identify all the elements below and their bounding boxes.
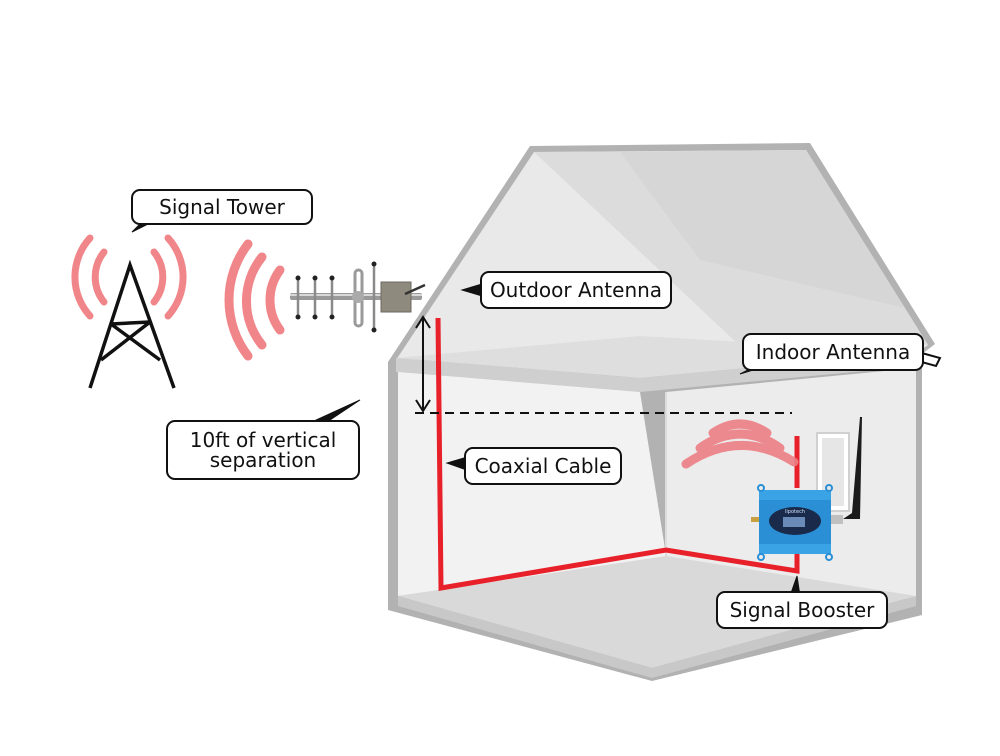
outdoor-antenna-text: Outdoor Antenna <box>489 277 663 302</box>
outdoor-antenna-label: Outdoor Antenna <box>480 271 672 309</box>
ceiling-slab-edge <box>396 352 918 392</box>
indoor-waves-icon <box>681 419 799 469</box>
indoor-antenna-label: Indoor Antenna <box>742 333 924 371</box>
window-pane <box>822 438 844 506</box>
radio-waves-icon <box>71 234 187 320</box>
coaxial-cable-text: Coaxial Cable <box>474 453 612 478</box>
coaxial-cable <box>435 317 800 591</box>
signal-booster-text: Signal Booster <box>729 597 875 622</box>
room-floor <box>398 556 916 668</box>
vertical-separation-arrow <box>415 315 431 413</box>
coaxial-cable-label: Coaxial Cable <box>464 447 622 485</box>
yagi-antenna-icon <box>290 261 426 333</box>
booster-device-icon: lipotech <box>751 484 843 561</box>
vertical-separation-text-line2: separation <box>209 448 317 472</box>
vertical-separation-label: 10ft of vertical separation <box>166 420 360 480</box>
signal-tower-text: Signal Tower <box>159 194 285 219</box>
indoor-antenna-text: Indoor Antenna <box>755 339 911 364</box>
whip-antenna-icon <box>843 417 862 519</box>
signal-tower-label: Signal Tower <box>131 189 313 225</box>
vertical-separation-text-line1: 10ft of vertical <box>189 428 337 452</box>
signal-booster-label: Signal Booster <box>716 591 888 629</box>
device-brand-text: lipotech <box>785 509 805 515</box>
tower-icon <box>88 259 176 389</box>
incoming-waves-icon <box>224 239 285 361</box>
roof-interior-shade2 <box>620 150 905 308</box>
